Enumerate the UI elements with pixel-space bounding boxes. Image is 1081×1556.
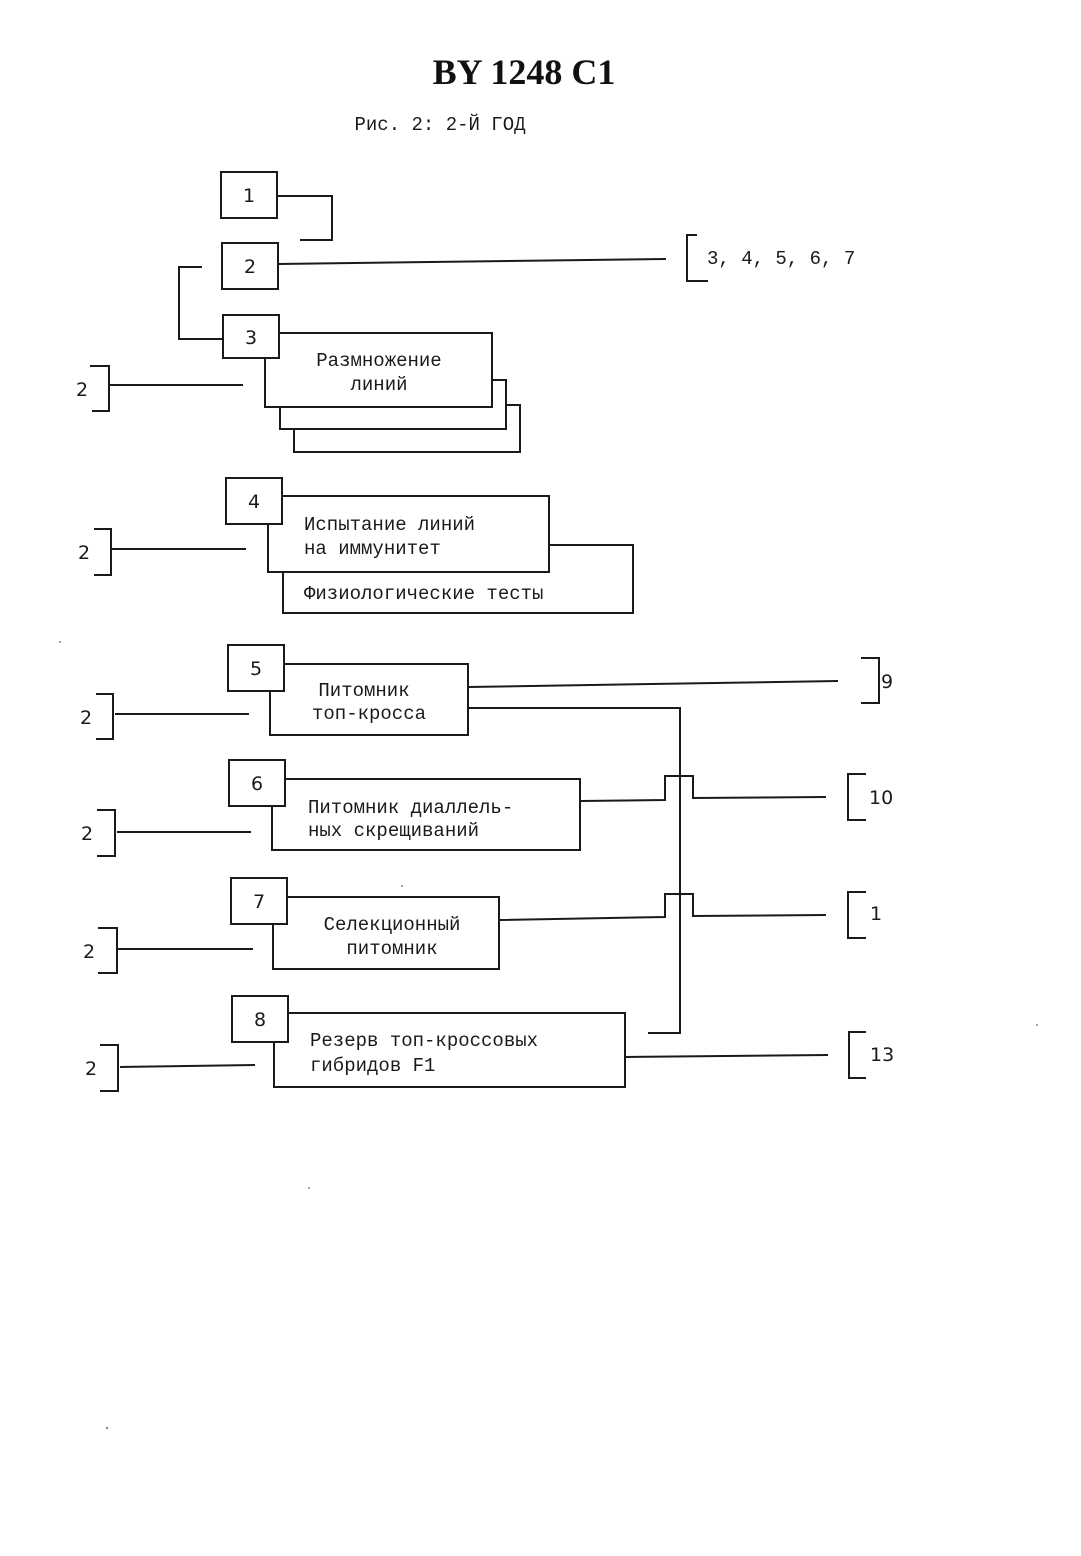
node-3-label-line2: линий [350, 374, 407, 396]
node-8-label-line2: гибридов F1 [310, 1055, 435, 1077]
node-5: 5 Питомник топ-кросса [228, 645, 468, 735]
figure-caption: Рис. 2: 2-Й ГОД [354, 114, 526, 136]
node-7-label-line1: Селекционный [324, 914, 461, 936]
scan-speck [308, 1187, 310, 1189]
ref-left-3-label: 2 [76, 379, 88, 401]
scan-speck [1036, 1024, 1038, 1026]
node-8-number: 8 [254, 1009, 266, 1031]
node-6-number: 6 [251, 773, 263, 795]
node-3: 3 Размножение линий [223, 315, 520, 452]
ref-bracket-left-8 [100, 1045, 118, 1091]
ref-bracket-left-4 [94, 529, 111, 575]
node-5-number: 5 [250, 658, 262, 680]
connector-7-ref [499, 894, 826, 920]
ref-left-8-label: 2 [85, 1058, 97, 1080]
node-5-label-line2: топ-кросса [312, 703, 426, 725]
node-3-number: 3 [245, 327, 257, 349]
ref-bracket-right-7 [848, 892, 866, 938]
node-3-label-line1: Размножение [316, 350, 441, 372]
node-4-sub-label: Физиологические тесты [304, 583, 543, 605]
scan-speck [59, 641, 61, 643]
node-6-label-line1: Питомник диаллель- [308, 797, 513, 819]
ref-right-8-label: 13 [870, 1044, 894, 1066]
connector-2-3 [179, 267, 222, 339]
ref-bracket-left-3 [90, 366, 109, 411]
scan-speck [106, 1427, 108, 1429]
ref-left-5-label: 2 [80, 707, 92, 729]
ref-right-7-label: 1 [870, 903, 882, 925]
ref-right-5-label: 9 [881, 671, 893, 693]
connector-1-2 [277, 196, 332, 240]
document-title: BY 1248 C1 [433, 52, 616, 92]
connector-2-ref [278, 259, 666, 264]
connector-5-ref [468, 681, 838, 687]
scan-speck [401, 885, 403, 887]
ref-left-6-label: 2 [81, 823, 93, 845]
node-7-label-line2: питомник [346, 938, 437, 960]
ref-bracket-left-5 [96, 694, 113, 739]
node-4-label-line2: на иммунитет [304, 538, 441, 560]
node-5-label-line1: Питомник [318, 680, 409, 702]
ref-bracket-left-6 [97, 810, 115, 856]
node-6-label-line2: ных скрещиваний [308, 820, 479, 842]
connector-8-ref [625, 1055, 828, 1057]
node-4-number: 4 [248, 491, 260, 513]
connector-5-8 [468, 708, 680, 1033]
connector-6-ref [580, 776, 826, 801]
node-1: 1 [221, 172, 277, 218]
node-2-number: 2 [244, 256, 256, 278]
node-4-label-line1: Испытание линий [304, 514, 475, 536]
ref-left-4-label: 2 [78, 542, 90, 564]
node-2: 2 [222, 243, 278, 289]
ref-right-6-label: 10 [869, 787, 893, 809]
ref-bracket-right-6 [848, 774, 866, 820]
ref-bracket-left-7 [98, 928, 117, 973]
ref-bracket-right-5 [861, 658, 879, 703]
node-6: 6 Питомник диаллель- ных скрещиваний [229, 760, 580, 850]
node-4: 4 Испытание линий на иммунитет Физиологи… [226, 478, 633, 613]
ref-top-label: 3, 4, 5, 6, 7 [707, 248, 855, 270]
node-8-label-line1: Резерв топ-кроссовых [310, 1030, 538, 1052]
ref-bracket-right-8 [849, 1032, 866, 1078]
connector-left-8 [120, 1065, 255, 1067]
node-7-number: 7 [253, 891, 265, 913]
ref-bracket-top [687, 235, 708, 281]
node-7: 7 Селекционный питомник [231, 878, 499, 969]
node-1-number: 1 [243, 185, 255, 207]
ref-left-7-label: 2 [83, 941, 95, 963]
node-8: 8 Резерв топ-кроссовых гибридов F1 [232, 996, 625, 1087]
